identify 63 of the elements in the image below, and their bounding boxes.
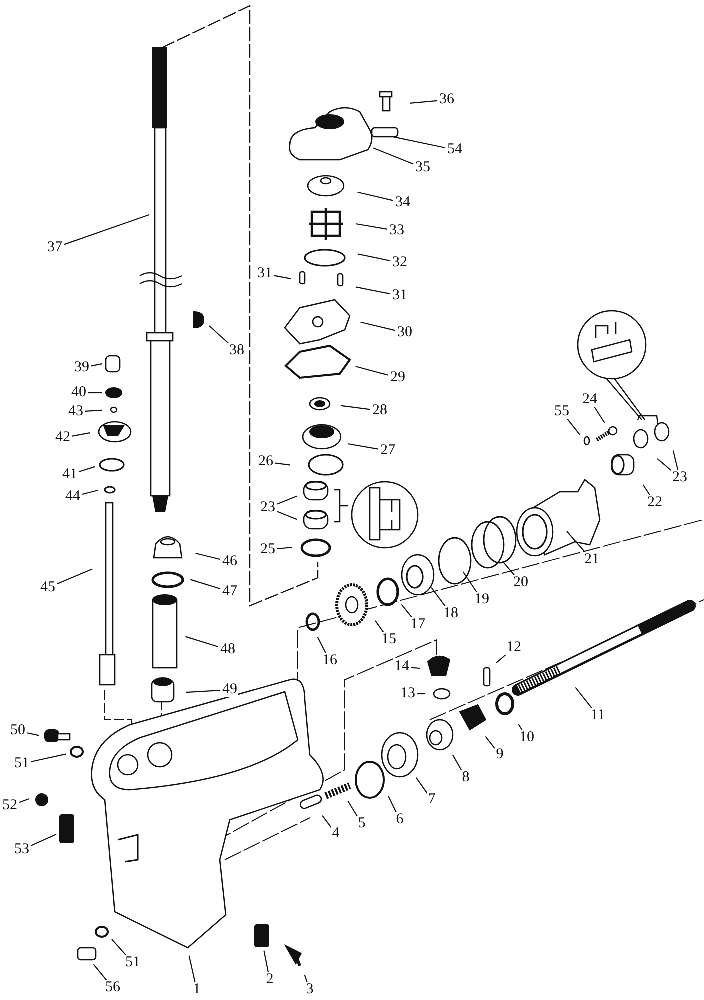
leader-line <box>401 604 414 619</box>
leader-line <box>358 192 394 202</box>
leader-line <box>594 406 606 424</box>
leader-line <box>485 736 496 749</box>
leader-line <box>196 552 221 560</box>
callout-number: 24 <box>582 392 598 408</box>
leader-line <box>277 511 298 520</box>
leader-line <box>672 450 679 472</box>
leader-line <box>264 950 270 974</box>
leader-line <box>19 798 30 804</box>
leader-line <box>275 462 290 466</box>
leader-line <box>340 405 371 410</box>
leader-line <box>186 690 221 694</box>
leader-line <box>31 754 66 762</box>
leader-line <box>496 654 507 664</box>
leader-line <box>209 326 230 345</box>
leader-line <box>188 956 196 984</box>
callout-number: 49 <box>222 682 238 698</box>
leader-line <box>85 410 102 412</box>
leader-line <box>452 754 463 772</box>
leader-line <box>72 432 90 437</box>
leader-line <box>322 815 332 828</box>
leader-line <box>93 964 108 982</box>
leader-line <box>642 484 652 497</box>
leader-line <box>358 254 391 262</box>
leader-line <box>57 568 93 584</box>
leader-line <box>348 443 379 450</box>
leader-line <box>375 620 385 634</box>
leader-line <box>317 637 328 655</box>
leader-line <box>373 148 414 165</box>
leader-line <box>277 496 298 505</box>
leader-line <box>462 572 478 594</box>
leader-line <box>112 939 128 957</box>
callout-number: 55 <box>554 404 570 420</box>
leader-line <box>356 223 388 230</box>
leader-line <box>431 587 447 608</box>
leader-line <box>360 322 396 332</box>
leader-line <box>64 214 150 246</box>
leader-line <box>91 364 102 367</box>
leader-line <box>416 778 428 794</box>
leader-line <box>274 275 292 280</box>
leader-line <box>27 732 40 736</box>
leader-line <box>82 490 98 496</box>
leader-line <box>502 561 516 577</box>
leader-line <box>657 458 673 472</box>
leader-line <box>566 531 587 554</box>
leader-line <box>394 136 446 149</box>
leader-line <box>277 547 292 550</box>
leader-line <box>418 693 426 695</box>
callout-number: 12 <box>506 640 522 656</box>
leader-line <box>348 800 359 818</box>
leader-line <box>410 100 438 104</box>
leader-line <box>388 796 398 814</box>
leader-line <box>31 834 57 846</box>
leader-line <box>356 366 389 376</box>
leader-line <box>356 286 391 295</box>
leader-line <box>88 392 102 394</box>
leader-line <box>566 418 581 436</box>
leader-line <box>190 579 221 590</box>
leader-line <box>411 667 420 670</box>
leader-line <box>79 466 96 472</box>
leader-line <box>186 636 219 648</box>
leader-line <box>575 687 594 710</box>
